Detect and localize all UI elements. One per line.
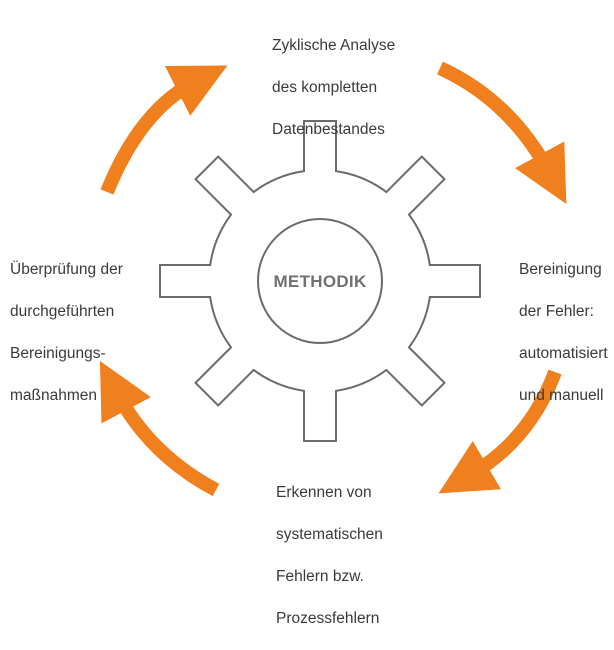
step-label-line: maßnahmen (10, 387, 98, 404)
step-label-line: und manuell (519, 387, 604, 404)
step-label-bottom: Erkennen von systematischen Fehlern bzw.… (276, 461, 383, 650)
gear-icon: METHODIK (159, 120, 481, 442)
step-label-right: Bereinigung der Fehler: automatisiert un… (519, 238, 608, 427)
methodology-diagram: METHODIK (99, 61, 567, 497)
cycle-arrow-bottom-left (99, 360, 220, 497)
cycle-arrow-bottom-right (438, 369, 562, 494)
step-label-line: Bereinigung (519, 261, 602, 278)
step-label-left: Überprüfung der durchgeführten Bereinigu… (10, 238, 123, 427)
gear-inner-circle (257, 218, 383, 344)
step-label-line: automatisiert (519, 345, 608, 362)
cycle-arrow-top-right (437, 61, 567, 205)
step-label-line: Erkennen von (276, 484, 372, 501)
step-label-top: Zyklische Analyse des kompletten Datenbe… (272, 14, 395, 161)
step-label-line: Prozessfehlern (276, 610, 380, 627)
step-label-line: Überprüfung der (10, 261, 123, 278)
step-label-line: Bereinigungs- (10, 345, 106, 362)
step-label-line: des kompletten (272, 79, 378, 96)
step-label-line: Datenbestandes (272, 121, 385, 138)
step-label-line: der Fehler: (519, 303, 594, 320)
cycle-arrow-top-left (100, 65, 228, 195)
step-label-line: systematischen (276, 526, 383, 543)
step-label-line: Fehlern bzw. (276, 568, 364, 585)
step-label-line: Zyklische Analyse (272, 37, 396, 54)
step-label-line: durchgeführten (10, 303, 115, 320)
center-label: METHODIK (273, 272, 366, 291)
cycle-arrows (99, 61, 567, 497)
